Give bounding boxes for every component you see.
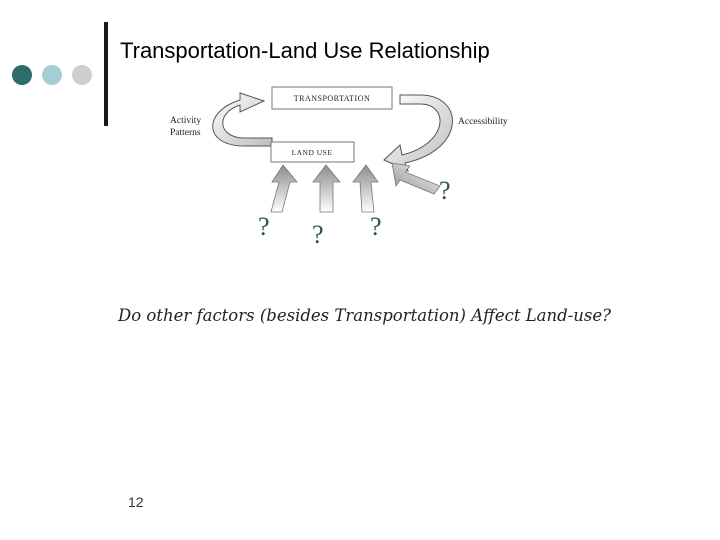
dot-gray <box>72 65 92 85</box>
factor-arrow-1 <box>270 164 298 213</box>
question-mark-2: ? <box>312 220 324 249</box>
dot-dark-teal <box>12 65 32 85</box>
transportation-box <box>271 86 393 110</box>
factor-arrow-4 <box>391 162 441 195</box>
question-caption: Do other factors (besides Transportation… <box>118 306 611 325</box>
question-mark-3: ? <box>370 212 382 241</box>
transport-landuse-diagram: TRANSPORTATION LAND USE Activity Pattern… <box>170 86 508 213</box>
right-cycle-arrow <box>383 94 453 172</box>
land-use-label: LAND USE <box>292 148 333 157</box>
transportation-label: TRANSPORTATION <box>294 94 371 103</box>
decorative-dots <box>12 65 96 85</box>
dot-light-teal <box>42 65 62 85</box>
question-mark-4: ? <box>439 176 451 205</box>
activity-patterns-label-line1: Activity <box>170 116 201 126</box>
factor-arrow-3 <box>352 164 379 213</box>
activity-patterns-label-line2: Patterns <box>170 128 201 138</box>
question-mark-1: ? <box>258 212 270 241</box>
factor-arrow-2 <box>312 164 341 213</box>
slide-title: Transportation-Land Use Relationship <box>120 38 490 63</box>
title-divider <box>104 22 108 126</box>
accessibility-label: Accessibility <box>458 117 508 127</box>
land-use-box <box>270 141 355 163</box>
left-cycle-arrow <box>212 92 273 147</box>
slide-number: 12 <box>128 494 144 510</box>
